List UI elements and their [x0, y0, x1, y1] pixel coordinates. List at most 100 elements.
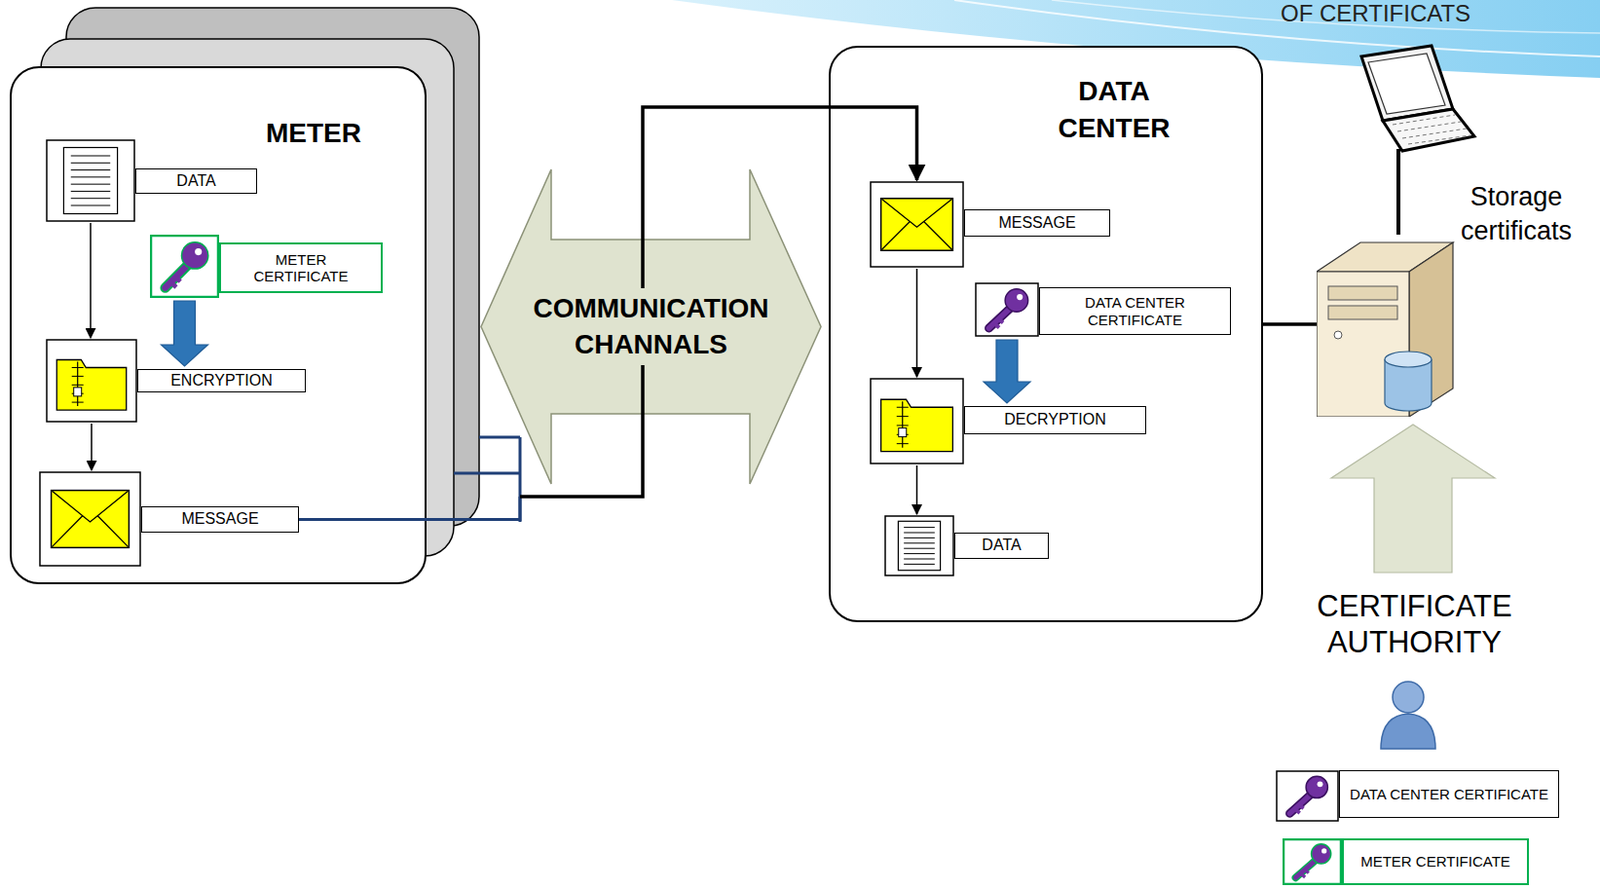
label-text: MESSAGE — [998, 214, 1076, 232]
page-line — [903, 558, 935, 560]
label-box: DATA — [135, 168, 258, 194]
key-glyph — [165, 242, 209, 289]
icon-frame-rect — [885, 516, 954, 576]
icon-holder — [45, 338, 138, 423]
label-box: DATA CENTER CERTIFICATE — [1339, 770, 1560, 819]
folder-icon — [45, 338, 138, 423]
system-panel: METER DATA METER CERTIFICATE ENCRYPTION MESS… — [9, 66, 427, 585]
double-arrow-outline — [481, 169, 821, 484]
zipper-line — [901, 401, 903, 447]
key-part — [1317, 781, 1324, 787]
label-box: METER CERTIFICATE — [1341, 838, 1529, 886]
server-part — [1334, 331, 1342, 339]
title-slot: DATA CENTER — [1031, 73, 1197, 148]
icon-frame-rect — [150, 235, 219, 298]
connector — [91, 423, 93, 471]
connector — [1263, 324, 1317, 326]
label-text: DATA CENTER CERTIFICATE — [1045, 294, 1225, 329]
server-part — [1328, 305, 1398, 320]
page-sheet — [63, 148, 117, 215]
envelope-body — [51, 490, 130, 549]
page-line — [71, 184, 111, 186]
key-part — [1305, 776, 1328, 798]
mail-icon — [869, 181, 965, 268]
server-part — [1328, 286, 1398, 300]
envelope-flap — [881, 198, 954, 251]
server-caption: Storage certificats — [1438, 180, 1595, 249]
caption-slot: Storage certificats — [1438, 180, 1595, 249]
arrow-text-slot: COMMUNICATION CHANNALS — [480, 168, 822, 485]
zipper-line — [76, 362, 78, 408]
label-box: DATA CENTER CERTIFICATE — [1039, 287, 1231, 335]
folder-icon — [869, 377, 965, 465]
key-icon — [1275, 770, 1340, 822]
process-item: DATA CENTER CERTIFICATE — [974, 282, 1231, 337]
process-item: DATA — [884, 515, 1049, 577]
label-holder: OF CERTIFICATS — [1280, 0, 1471, 28]
connector — [90, 223, 92, 338]
key-part — [994, 323, 1000, 328]
page-line — [903, 537, 935, 539]
key-part — [1016, 294, 1023, 300]
zipper-tooth — [72, 402, 84, 404]
icon-frame-rect — [1276, 771, 1339, 821]
connector-line — [90, 423, 93, 471]
title-slot: METER — [235, 114, 392, 152]
icon-holder — [1282, 838, 1342, 886]
icon-frame-rect — [39, 472, 141, 566]
icon-holder — [974, 282, 1040, 337]
connector — [1331, 424, 1495, 573]
envelope-body — [881, 198, 954, 251]
channel-text: COMMUNICATION CHANNALS — [503, 288, 800, 366]
icon-frame-rect — [1283, 839, 1341, 885]
key-part — [170, 282, 177, 288]
label-box: DECRYPTION — [964, 406, 1147, 435]
key-part — [182, 242, 209, 269]
zipper-pull — [898, 428, 907, 438]
page-line — [903, 542, 935, 544]
connector-line — [1263, 322, 1317, 327]
key-part — [1304, 869, 1309, 873]
icon-holder — [869, 377, 965, 465]
zipper-tooth — [896, 415, 909, 417]
page-line — [71, 155, 111, 157]
person-icon — [1376, 678, 1442, 750]
key-part — [1299, 805, 1304, 810]
key-part — [175, 277, 181, 283]
icon-holder — [1275, 770, 1340, 822]
process-item: METER CERTIFICATE — [149, 234, 383, 298]
zipper-tooth — [896, 443, 909, 445]
meter-bus-wire — [453, 437, 521, 522]
server-tower — [1316, 242, 1453, 417]
page-line — [71, 162, 111, 164]
icon-holder — [1316, 232, 1470, 417]
label-text: DATA — [981, 536, 1021, 555]
label-text: METER CERTIFICATE — [1360, 853, 1511, 870]
key-part — [1311, 844, 1332, 864]
doc-icon — [884, 515, 955, 577]
header-label: OF CERTIFICATS — [1280, 0, 1471, 28]
page-line — [71, 197, 111, 199]
label-text: ENCRYPTION — [170, 372, 273, 390]
person-figure — [1380, 681, 1436, 749]
icon-holder — [1376, 678, 1442, 750]
key-part — [1300, 873, 1305, 878]
zipper-tooth — [896, 424, 909, 426]
page-sheet — [897, 520, 940, 570]
icon-holder — [869, 181, 965, 268]
label-text: DATA CENTER CERTIFICATE — [1349, 785, 1549, 803]
key-glyph — [989, 289, 1029, 329]
label-box: MESSAGE — [141, 506, 299, 533]
key-icon — [974, 282, 1040, 337]
connector — [983, 339, 1031, 404]
connector-line — [520, 107, 918, 497]
icon-frame-rect — [975, 283, 1039, 336]
page-line — [71, 176, 111, 178]
key-icon — [149, 234, 220, 298]
envelope-flap — [51, 490, 130, 549]
page-line — [903, 532, 935, 534]
zipper-tooth — [72, 384, 84, 386]
folder-body — [56, 360, 126, 411]
band-highlight — [1051, 0, 1600, 34]
